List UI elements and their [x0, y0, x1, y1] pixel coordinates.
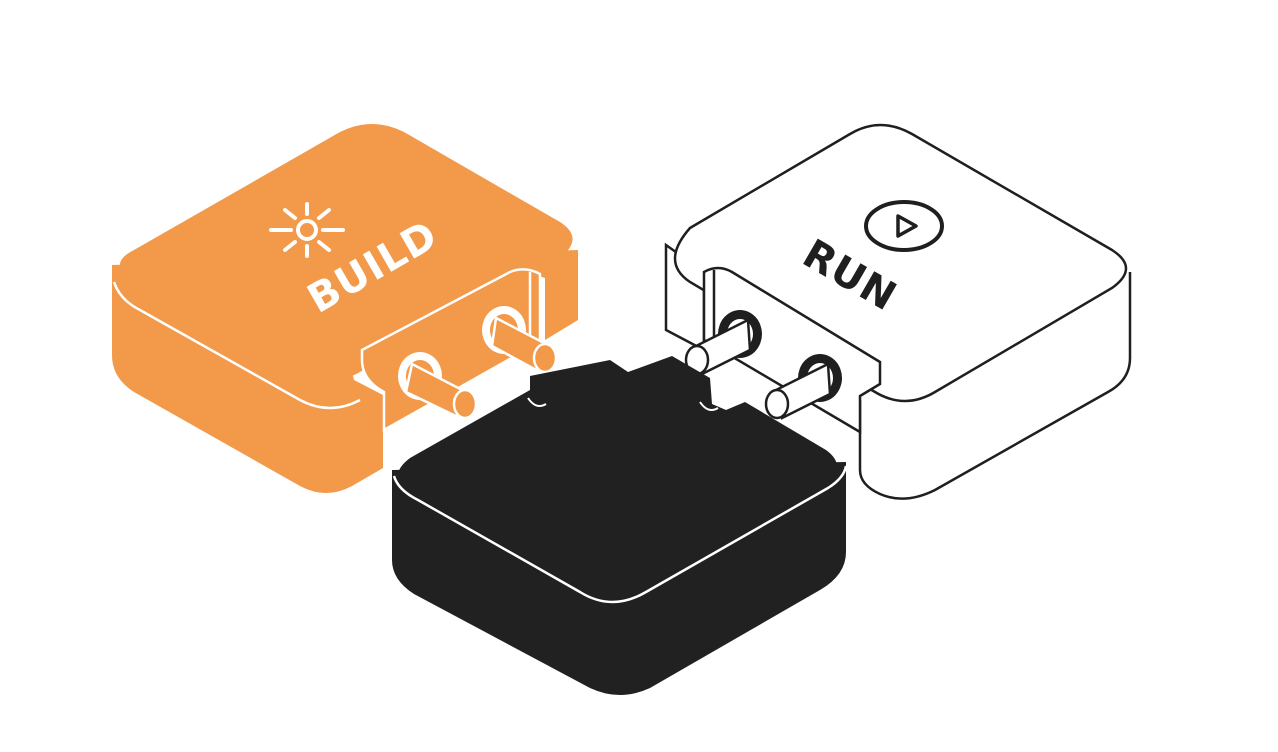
- run-block: RUN: [664, 123, 1132, 500]
- run-peg-lower: [764, 354, 842, 420]
- sparkle-sun-icon: [269, 202, 345, 258]
- center-block-edge: [392, 465, 848, 604]
- center-block-top: [398, 356, 837, 600]
- build-block-top: [120, 124, 573, 380]
- center-block: [392, 356, 848, 695]
- run-block-side-right: [858, 272, 1132, 500]
- play-circle-icon: [864, 200, 944, 252]
- build-block: BUILD: [112, 124, 578, 493]
- build-block-edge: [112, 281, 361, 410]
- build-peg-lower: [398, 352, 478, 420]
- run-peg-upper: [684, 310, 762, 376]
- build-peg-upper: [482, 306, 558, 374]
